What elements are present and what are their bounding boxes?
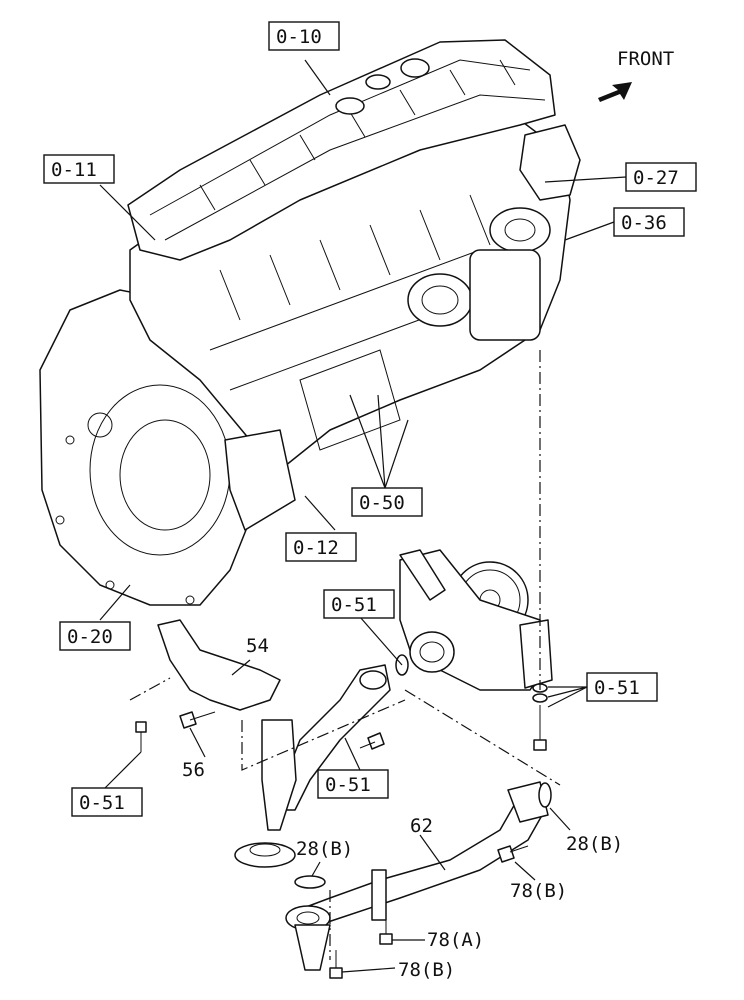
callout-0-10: 0-10 (268, 21, 340, 51)
callout-0-27-text: 0-27 (633, 167, 679, 189)
callout-0-27: 0-27 (625, 162, 697, 192)
callout-0-11: 0-11 (43, 154, 115, 184)
bracket-54 (157, 619, 281, 711)
bolt-0-51-mid (359, 732, 385, 750)
front-arrow-icon (598, 82, 632, 102)
oil-pump (399, 549, 553, 691)
leader-lines (99, 59, 627, 973)
bolt-78b-bottom (329, 950, 343, 979)
callout-0-36-text: 0-36 (621, 212, 667, 234)
callout-0-51-mid-text: 0-51 (325, 774, 371, 796)
callout-0-51-upper: 0-51 (323, 589, 395, 619)
part-54-label: 54 (246, 635, 269, 657)
bolt-56 (179, 711, 216, 729)
part-28b-right-label: 28(B) (566, 833, 623, 855)
part-78b-right-label: 78(B) (510, 880, 567, 902)
part-78b-bottom-label: 78(B) (398, 959, 455, 981)
bolt-0-51-left (135, 721, 147, 752)
callout-0-12-text: 0-12 (293, 537, 339, 559)
oil-strainer-pipe (234, 664, 391, 868)
callout-0-51-right: 0-51 (586, 672, 658, 702)
callout-0-20: 0-20 (59, 621, 131, 651)
part-56-label: 56 (182, 759, 205, 781)
part-28b-left-label: 28(B) (296, 838, 353, 860)
callout-0-51-upper-text: 0-51 (331, 594, 377, 616)
callout-0-51-mid: 0-51 (317, 769, 389, 799)
bolt-78b-right (497, 845, 529, 863)
callout-0-51-right-text: 0-51 (594, 677, 640, 699)
engine-assembly (39, 39, 581, 606)
callout-0-10-text: 0-10 (276, 26, 322, 48)
callout-0-51-left-text: 0-51 (79, 792, 125, 814)
callout-0-36: 0-36 (613, 207, 685, 237)
callout-0-11-text: 0-11 (51, 159, 97, 181)
part-78a-label: 78(A) (427, 929, 484, 951)
callout-0-20-text: 0-20 (67, 626, 113, 648)
bolt-78a (379, 918, 393, 945)
part-62-label: 62 (410, 815, 433, 837)
oil-pipe-62 (285, 781, 549, 971)
front-label: FRONT (617, 48, 674, 70)
front-indicator: FRONT (598, 48, 674, 102)
callout-0-12: 0-12 (285, 532, 357, 562)
callout-0-51-left: 0-51 (71, 787, 143, 817)
o-ring-28b-left (294, 875, 326, 889)
callout-0-50-text: 0-50 (359, 492, 405, 514)
bolt-0-51-pump (533, 705, 547, 751)
o-ring-28b-right (538, 782, 552, 808)
callout-0-50: 0-50 (351, 487, 423, 517)
